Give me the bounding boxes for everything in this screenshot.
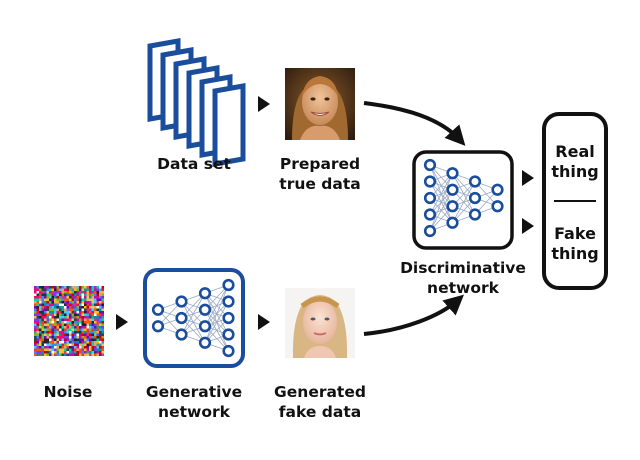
label-discriminative-network: Discriminative network — [400, 259, 526, 297]
generative-network-box — [143, 268, 245, 368]
female-face-photo-fake — [285, 288, 355, 358]
output-box — [542, 112, 608, 290]
female-face-photo-true — [285, 68, 355, 140]
discriminative-network-box — [412, 150, 514, 250]
arrow-true-data-to-discriminator — [363, 101, 466, 146]
label-data-set: Data set — [157, 155, 231, 173]
neural-network-icon — [423, 158, 504, 238]
label-prepared-true-data: Prepared true data — [279, 155, 361, 193]
arrow-fake-data-to-discriminator — [363, 294, 464, 336]
pointer-to-fake-thing — [522, 218, 534, 234]
label-real-thing: Real thing — [551, 142, 599, 181]
neural-network-icon — [151, 278, 235, 358]
pointer-generator-to-fake-data — [258, 314, 270, 330]
stacked-documents-icon — [147, 38, 246, 167]
pointer-to-real-thing — [522, 170, 534, 186]
label-generated-fake-data: Generated fake data — [274, 383, 366, 421]
flow-pointers — [116, 96, 534, 330]
pointer-dataset-to-true-data — [258, 96, 270, 112]
label-fake-thing: Fake thing — [551, 224, 599, 263]
pointer-noise-to-generator — [116, 314, 128, 330]
label-generative-network: Generative network — [145, 383, 243, 421]
label-noise: Noise — [43, 383, 93, 401]
random-noise-image — [34, 286, 104, 356]
